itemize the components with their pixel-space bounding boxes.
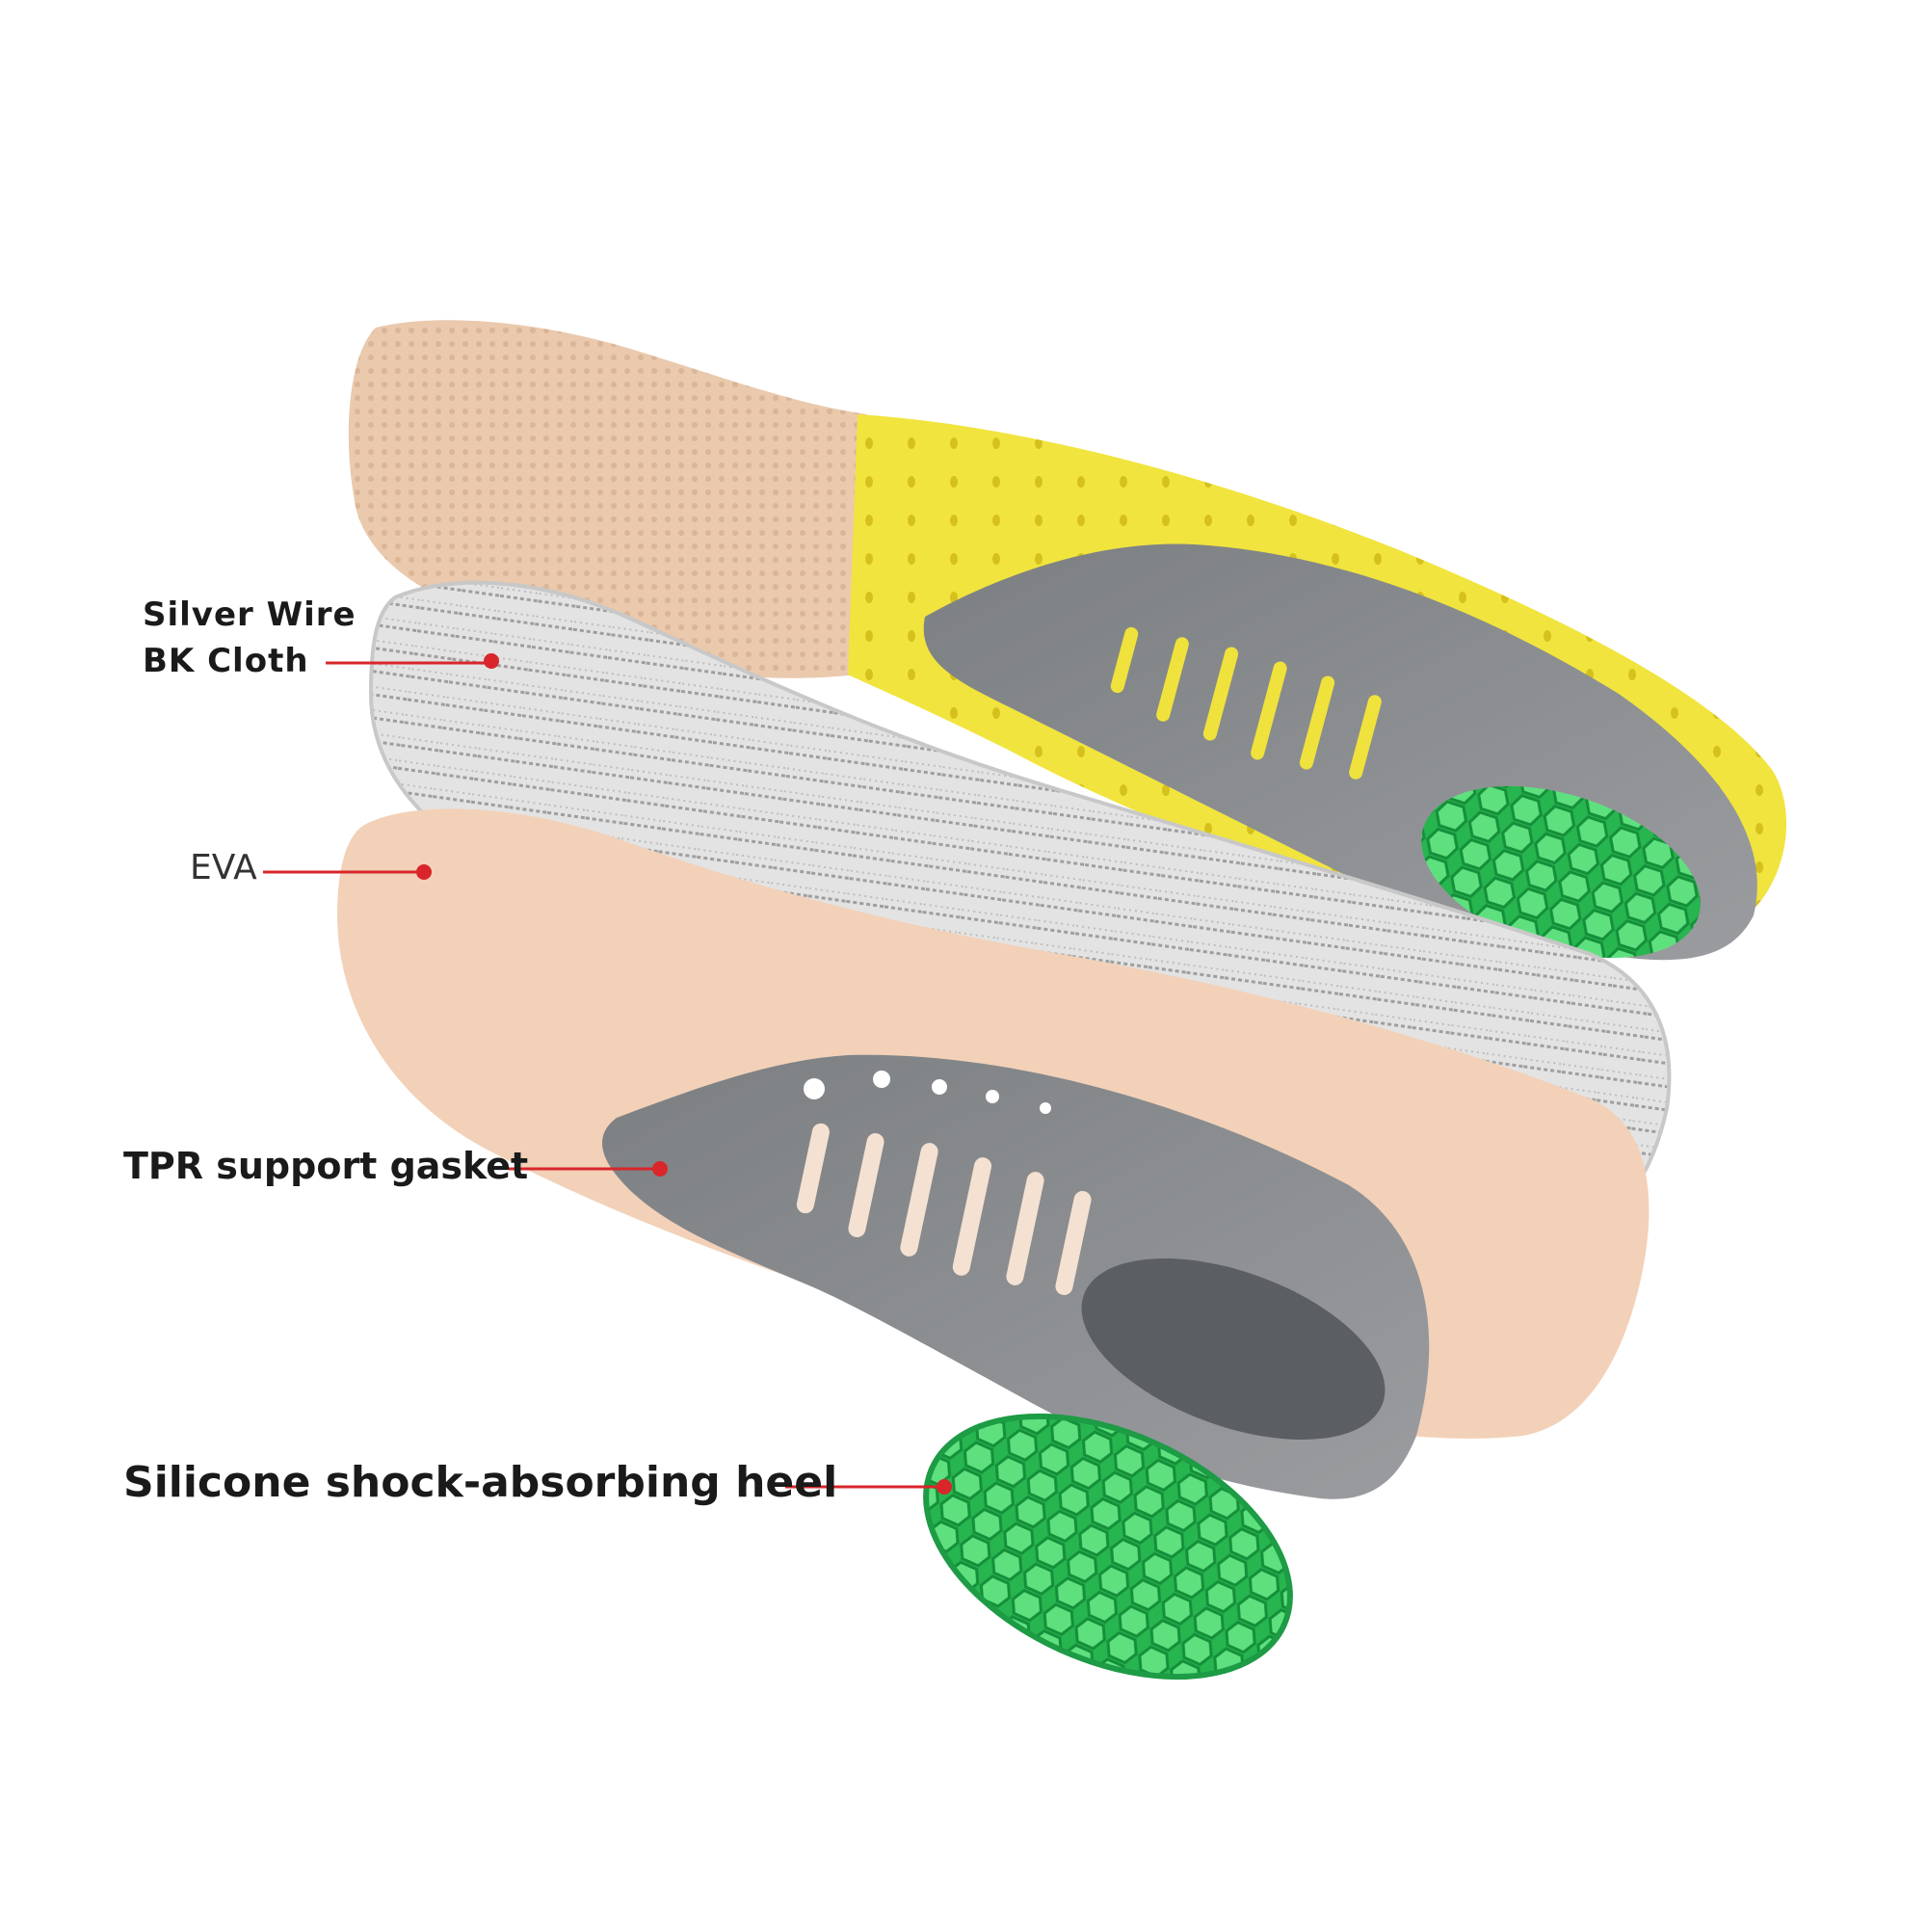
silver-marker-dot xyxy=(484,653,499,669)
silver-wire-label-line2: BK Cloth xyxy=(143,638,356,684)
heel-marker-dot xyxy=(937,1479,952,1495)
eva-label: EVA xyxy=(190,848,257,887)
tpr-support-gasket-label: TPR support gasket xyxy=(123,1145,528,1187)
silver-wire-cloth-label: Silver Wire BK Cloth xyxy=(143,592,356,684)
silver-wire-label-line1: Silver Wire xyxy=(143,592,356,638)
silicone-heel-label: Silicone shock-absorbing heel xyxy=(123,1458,837,1507)
tpr-marker-dot xyxy=(652,1161,668,1177)
eva-marker-dot xyxy=(416,864,432,880)
